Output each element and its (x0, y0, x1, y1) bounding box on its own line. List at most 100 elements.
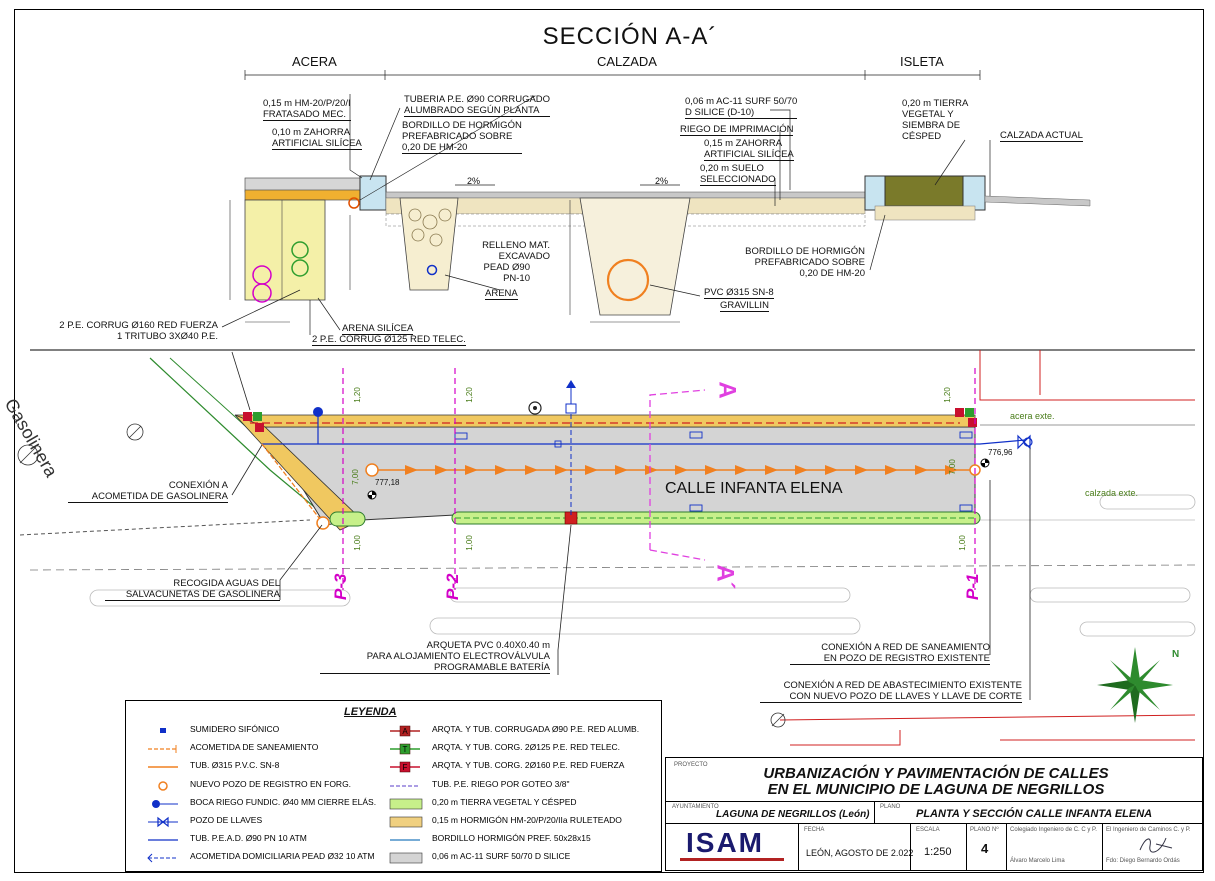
note-arena-silicea: ARENA SILÍCEA (342, 323, 414, 335)
section-title: SECCIÓN A-A´ (542, 23, 718, 50)
legend-row: ACOMETIDA DOMICILIARIA PEAD Ø32 10 ATM (146, 850, 396, 864)
legend-label: ARQTA. Y TUB. CORG. 2Ø160 P.E. RED FUERZ… (432, 760, 625, 771)
legend-row: BOCA RIEGO FUNDIC. Ø40 MM CIERRE ELÁS. (146, 796, 396, 810)
note-abastecimiento: CONEXIÓN A RED DE ABASTECIMIENTO EXISTEN… (760, 680, 1022, 703)
tb-author2-label: El Ingeniero de Caminos C. y P. (1106, 827, 1191, 833)
legend-label: ARQTA. Y TUB. CORG. 2Ø125 P.E. RED TELEC… (432, 742, 621, 753)
section-cut-a: A (713, 381, 741, 399)
legend-row: 0,15 m HORMIGÓN HM-20/P/20/IIa RULETEADO (388, 814, 658, 828)
elev-left: 777,18 (375, 478, 400, 487)
note-tierra: 0,20 m TIERRA VEGETAL Y SIEMBRA DE CÉSPE… (902, 98, 969, 142)
note-tuberia: TUBERIA P.E. Ø90 CORRUGADO ALUMBRADO SEG… (404, 94, 551, 117)
tb-author2: Fdo: Diego Bernardo Ordás (1106, 858, 1180, 864)
valve-icon (146, 815, 182, 833)
tb-client-label: AYUNTAMIENTO (672, 804, 719, 810)
north-label: N (1172, 649, 1180, 660)
legend-label: TUB. P.E. RIEGO POR GOTEO 3/8" (432, 778, 570, 789)
note-pvc315: PVC Ø315 SN-8 (704, 287, 774, 299)
legend-row: BORDILLO HORMIGÓN PREF. 50x28x15 (388, 832, 658, 846)
legend-label: ACOMETIDA DE SANEAMIENTO (190, 742, 319, 753)
grey-swatch (388, 851, 424, 869)
legend-row: F ARQTA. Y TUB. CORG. 2Ø160 P.E. RED FUER… (388, 759, 658, 773)
legend-label: 0,20 m TIERRA VEGETAL Y CÉSPED (432, 796, 577, 807)
blue-line-icon (388, 833, 424, 851)
tb-author1: Álvaro Marcelo Lima (1010, 858, 1065, 864)
pozo-icon (146, 779, 182, 797)
note-red-telec: 2 P.E. CORRUG Ø125 RED TELEC. (312, 334, 466, 346)
profile-p2: P-2 (443, 573, 462, 600)
legend-label: BOCA RIEGO FUNDIC. Ø40 MM CIERRE ELÁS. (190, 796, 377, 807)
note-arena: ARENA (485, 288, 518, 300)
pvc-line-icon (146, 760, 182, 778)
legend-row: TUB. P.E. RIEGO POR GOTEO 3/8" (388, 778, 658, 792)
tb-date-box (798, 823, 911, 870)
note-conexion-gas: CONEXIÓN A ACOMETIDA DE GASOLINERA (68, 480, 228, 503)
note-ac11: 0,06 m AC-11 SURF 50/70 D SILICE (D-10) (685, 96, 798, 119)
boca-riego-icon (146, 797, 182, 815)
legend-row: 0,06 m AC-11 SURF 50/70 D SILICE (388, 850, 658, 864)
note-suelo: 0,20 m SUELO SELECCIONADO (700, 163, 776, 186)
acometida-icon (146, 742, 182, 760)
drawing-frame (14, 9, 1204, 873)
green-box-icon: T (388, 742, 424, 760)
legend-title: LEYENDA (344, 706, 397, 718)
note-bordillo-left: BORDILLO DE HORMIGÓN PREFABRICADO SOBRE … (402, 120, 522, 154)
legend-row: SUMIDERO SIFÓNICO (146, 723, 396, 737)
svg-text:T: T (403, 745, 408, 754)
legend-label: BORDILLO HORMIGÓN PREF. 50x28x15 (432, 833, 591, 844)
note-zahorra-acera: 0,10 m ZAHORRA ARTIFICIAL SILÍCEA (272, 127, 362, 150)
legend-row: TUB. Ø315 P.V.C. SN-8 (146, 759, 396, 773)
tb-plan-label: PLANO (880, 804, 901, 810)
profile-p3: P-3 (331, 573, 350, 600)
sumidero-icon (146, 724, 182, 742)
domicil-icon (146, 851, 182, 869)
dim-6: 1,00 (352, 535, 362, 551)
tb-date: LEÓN, AGOSTO DE 2.022 (806, 848, 914, 858)
note-bordillo-right: BORDILLO DE HORMIGÓN PREFABRICADO SOBRE … (745, 246, 865, 279)
legend-box: LEYENDA SUMIDERO SIFÓNICO ACOMETIDA DE SA… (125, 700, 662, 872)
dim-8: 1,00 (957, 535, 967, 551)
legend-label: ACOMETIDA DOMICILIARIA PEAD Ø32 10 ATM (190, 851, 375, 862)
tb-divider-1 (666, 801, 1202, 802)
tb-project: URBANIZACIÓN Y PAVIMENTACIÓN DE CALLES E… (763, 765, 1109, 798)
profile-p1: P-1 (963, 573, 982, 600)
legend-label: TUB. Ø315 P.V.C. SN-8 (190, 760, 280, 771)
legend-label: TUB. P.E.A.D. Ø90 PN 10 ATM (190, 833, 307, 844)
tb-num-box (966, 823, 1007, 870)
tb-logo: ISAM (672, 826, 792, 866)
note-zahorra-calzada: 0,15 m ZAHORRA ARTIFICIAL SILÍCEA (704, 138, 794, 161)
legend-row: TUB. P.E.A.D. Ø90 PN 10 ATM (146, 832, 396, 846)
red-box-icon: A (388, 724, 424, 742)
legend-row: ACOMETIDA DE SANEAMIENTO (146, 741, 396, 755)
acera-existente: acera exte. (1010, 411, 1055, 421)
elev-right: 776,96 (988, 448, 1013, 457)
note-riego: RIEGO DE IMPRIMACIÓN (680, 124, 794, 136)
zone-calzada: CALZADA (597, 54, 657, 69)
tb-author1-label: Colegiado Ingeniero de C. C y P. (1010, 827, 1097, 833)
tb-plan: PLANTA Y SECCIÓN CALLE INFANTA ELENA (916, 808, 1153, 820)
tb-signature (1139, 837, 1173, 853)
yellow-swatch (388, 815, 424, 833)
dim-1: 1,20 (352, 387, 362, 403)
svg-text:F: F (403, 763, 408, 772)
tb-author1-box (1006, 823, 1103, 870)
legend-row: 0,20 m TIERRA VEGETAL Y CÉSPED (388, 796, 658, 810)
tb-client-box (666, 801, 875, 823)
legend-label: POZO DE LLAVES (190, 815, 263, 825)
green-swatch (388, 797, 424, 815)
tb-client: LAGUNA DE NEGRILLOS (León) (716, 809, 870, 820)
note-saneamiento: CONEXIÓN A RED DE SANEAMIENTO EN POZO DE… (790, 642, 990, 665)
tb-num: 4 (981, 841, 989, 856)
calzada-existente: calzada exte. (1085, 488, 1139, 498)
section-cut-a-prime: A´ (711, 564, 739, 590)
cross-section-drawing (221, 70, 1091, 335)
zone-acera: ACERA (292, 54, 337, 69)
note-red-fuerza: 2 P.E. CORRUG Ø160 RED FUERZA 1 TRITUBO … (59, 320, 218, 342)
dim-5: 7,00 (947, 459, 957, 475)
dim-3: 1,20 (942, 387, 952, 403)
tb-scale: 1:250 (924, 846, 952, 858)
tb-logo-bar (680, 858, 784, 861)
zone-isleta: ISLETA (900, 54, 944, 69)
tb-author2-box (1102, 823, 1203, 870)
